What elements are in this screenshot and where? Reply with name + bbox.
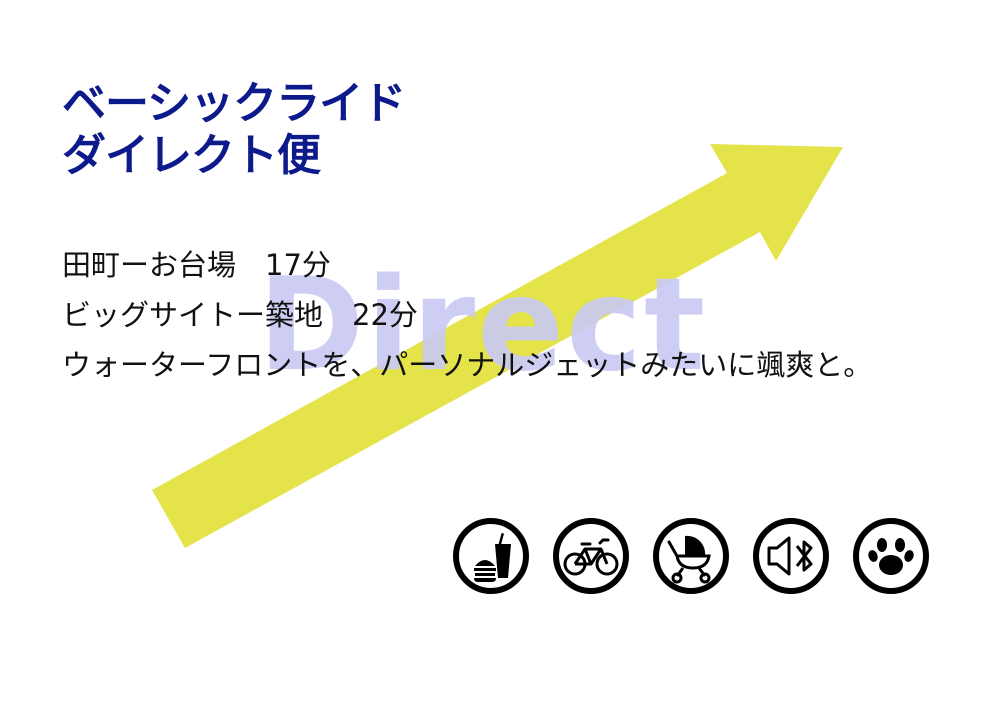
food-drink-icon	[453, 518, 529, 594]
amenity-icons	[451, 516, 931, 596]
title-line-2: ダイレクト便	[62, 130, 321, 181]
title-line-1: ベーシックライド	[62, 78, 406, 129]
bluetooth-speaker-icon	[753, 518, 829, 594]
route-time-tamachi-odaiba: 田町ーお台場 17分	[62, 248, 331, 282]
stroller-icon	[653, 518, 729, 594]
watermark-text: Direct	[258, 251, 708, 400]
direction-arrow	[152, 144, 843, 548]
service-description: ウォーターフロントを、パーソナルジェットみたいに颯爽と。	[62, 348, 873, 382]
bicycle-icon	[553, 518, 629, 594]
pet-paw-icon	[853, 518, 929, 594]
route-details: 田町ーお台場 17分 ビッグサイトー築地 22分 ウォーターフロントを、パーソナ…	[62, 240, 922, 390]
route-time-bigsight-tsukiji: ビッグサイトー築地 22分	[62, 298, 418, 332]
page-title: ベーシックライド ダイレクト便	[62, 78, 406, 182]
